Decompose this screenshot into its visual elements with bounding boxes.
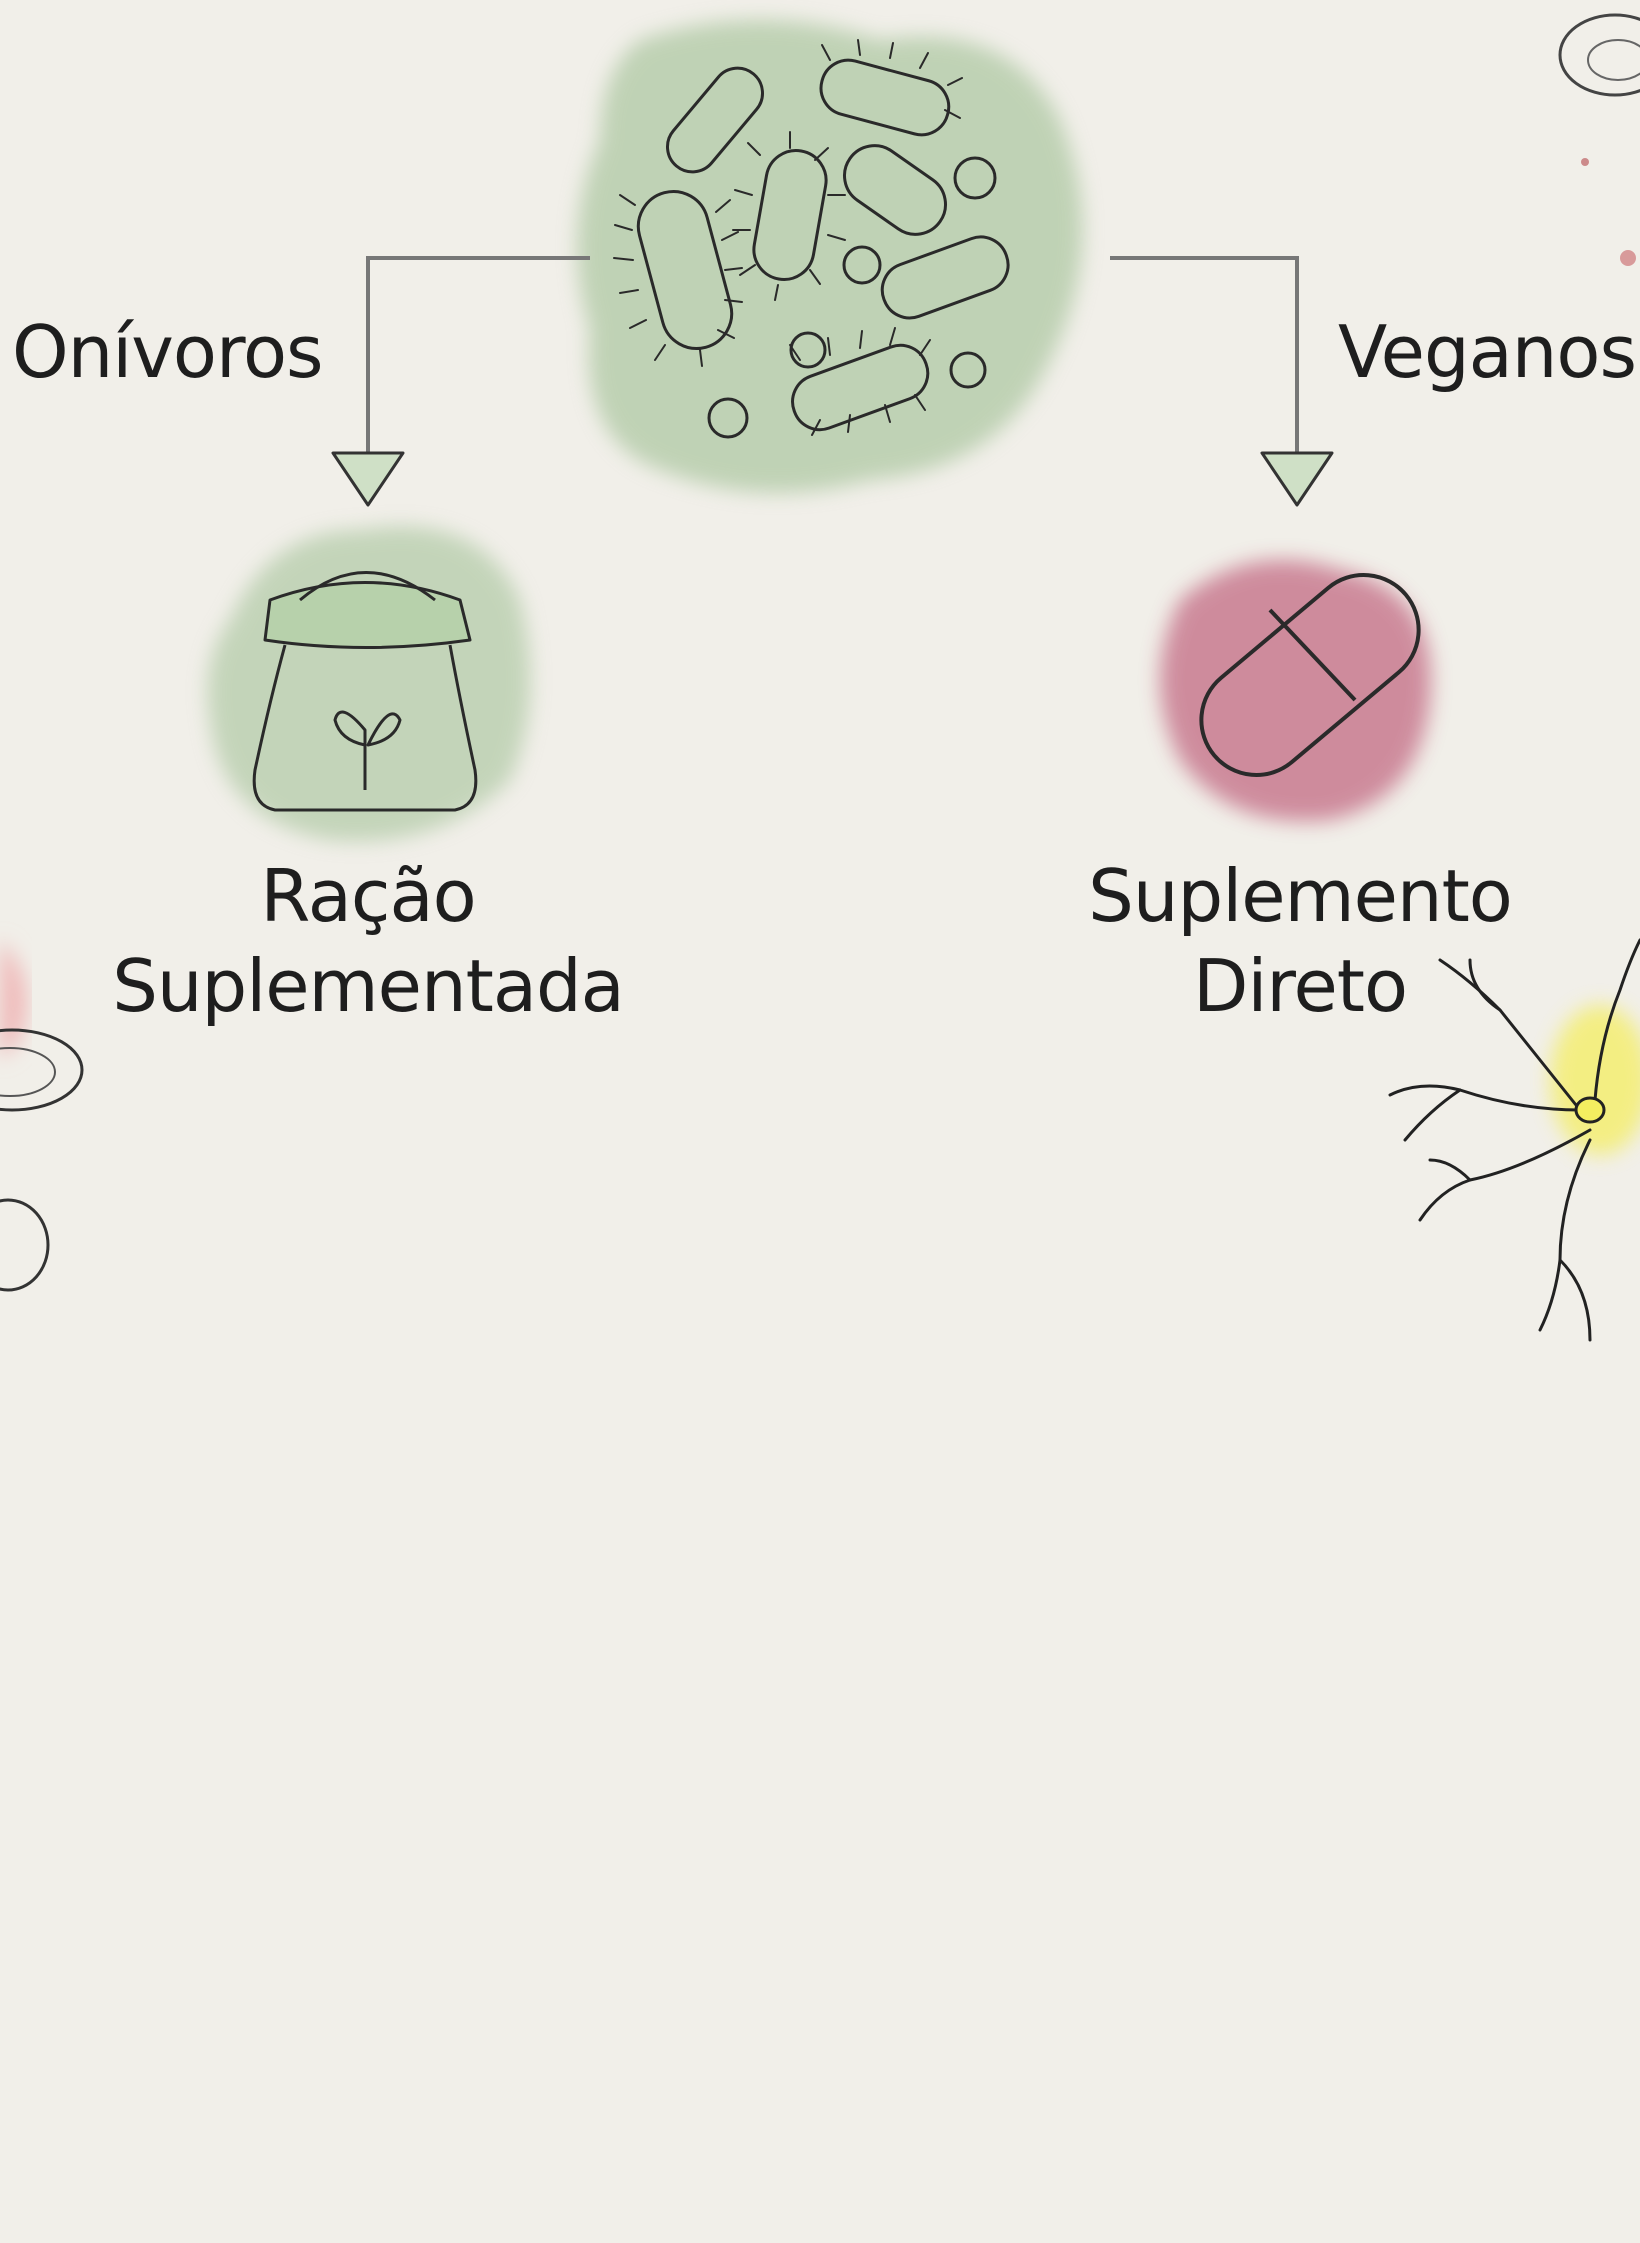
branch-label-vegans: Veganos bbox=[1338, 316, 1636, 388]
node-label-supplement-line2: Direto bbox=[1193, 950, 1407, 1022]
bacteria-cluster-icon bbox=[577, 20, 1083, 493]
edge-decoration-top-right-cell bbox=[1560, 15, 1640, 266]
node-label-feed-line1: Ração bbox=[260, 860, 475, 932]
feed-sack-icon bbox=[208, 526, 531, 841]
neuron-icon bbox=[1390, 940, 1640, 1340]
node-label-supplement-line1: Suplemento bbox=[1088, 860, 1512, 932]
connector-right bbox=[1110, 258, 1332, 505]
edge-decoration-left-cells bbox=[0, 940, 82, 1290]
capsule-pill-icon bbox=[1160, 553, 1441, 822]
connector-left bbox=[333, 258, 590, 505]
node-label-feed-line2: Suplementada bbox=[112, 950, 624, 1022]
branch-label-omnivores: Onívoros bbox=[12, 316, 323, 388]
